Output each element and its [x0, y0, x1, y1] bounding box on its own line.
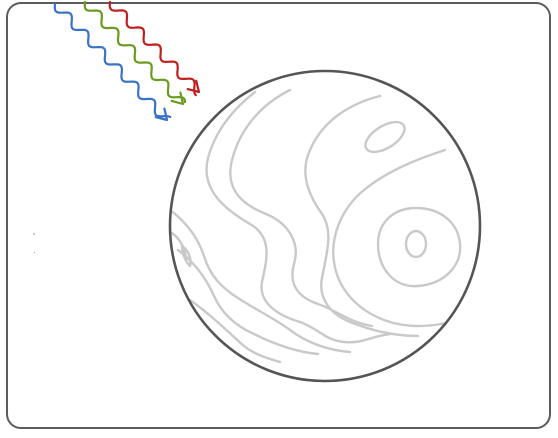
surface-band [176, 248, 320, 356]
diagram-frame [6, 2, 551, 429]
surface-band [229, 88, 374, 328]
storm-oval-inner [404, 229, 428, 259]
planet-surface-bands [170, 88, 468, 364]
ray-blue-arrowhead [154, 107, 169, 122]
ray-red [108, 0, 197, 97]
storm-spot-small [180, 244, 192, 268]
surface-band [170, 208, 352, 354]
ray-green-arrowhead [170, 91, 185, 106]
surface-band [188, 298, 282, 364]
ray-green [83, 0, 187, 104]
incoming-rays [53, 0, 201, 122]
storm-spot [364, 120, 406, 154]
ray-blue [53, 2, 172, 118]
ray-red-arrowhead [186, 79, 201, 94]
surface-band [332, 148, 468, 328]
planet-outline [168, 69, 482, 383]
surface-band [304, 94, 420, 338]
surface-band [205, 90, 392, 344]
storm-oval-outer [376, 206, 462, 288]
stray-mark [33, 251, 36, 254]
surface-band [170, 230, 188, 262]
stray-mark [32, 232, 36, 236]
